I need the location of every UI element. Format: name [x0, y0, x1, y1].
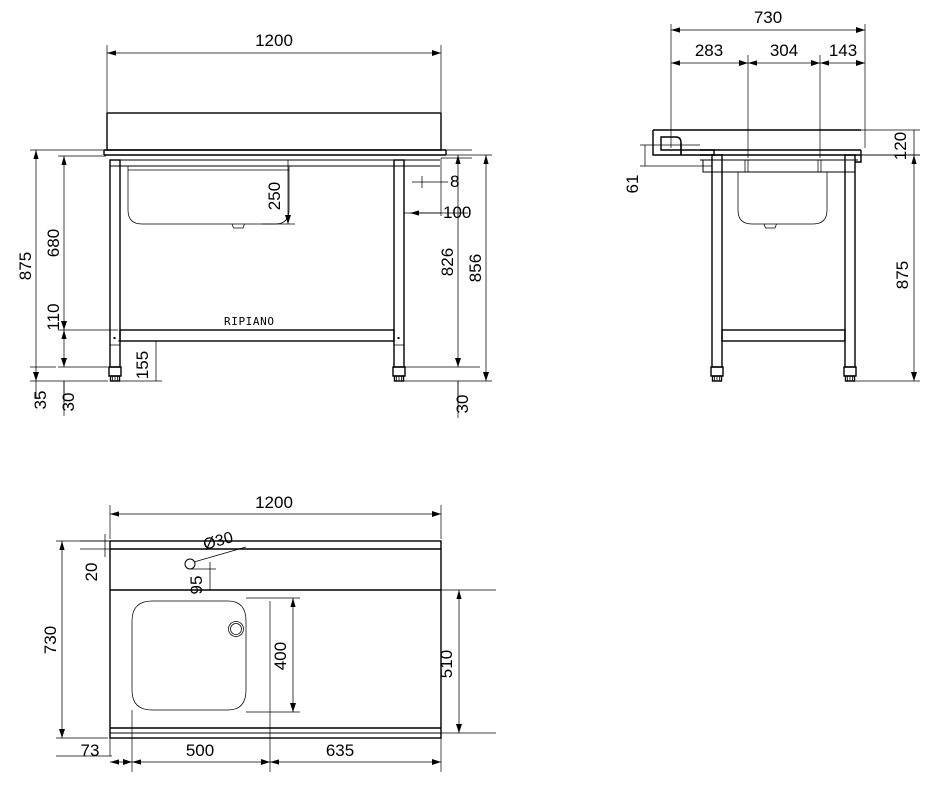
plan-sink-bowl	[131, 600, 247, 711]
side-apron-rails	[702, 159, 856, 173]
side-dim-depth-730: 730	[670, 8, 866, 148]
front-leg-right	[392, 159, 406, 382]
plan-view: Ø30 95 1200 20	[41, 493, 496, 772]
side-leg-rear	[710, 154, 724, 382]
dim-plan-bowl-depth: 400	[271, 642, 290, 670]
plan-dim-depth-730: 730	[41, 540, 108, 739]
side-leg-front	[843, 154, 857, 382]
dim-plan-front-section: 510	[437, 650, 456, 678]
plan-dim-95: 95	[187, 562, 216, 594]
side-dim-875: 875	[855, 154, 920, 382]
front-lower-shelf	[119, 329, 395, 342]
side-dim-segments: 283 304 143	[671, 41, 865, 158]
front-dim-155: 155	[118, 340, 162, 382]
dim-front-30-right: 30	[453, 395, 472, 414]
dim-front-30-left: 30	[59, 393, 78, 412]
dim-front-35: 35	[31, 391, 50, 410]
dim-side-120: 120	[891, 132, 910, 160]
dim-front-width: 1200	[255, 31, 293, 50]
front-splashback	[106, 112, 442, 151]
dim-front-110: 110	[44, 303, 63, 330]
front-dim-left-stack: 875 680 110 35 30	[16, 149, 118, 416]
plan-dim-400: 400	[246, 597, 300, 713]
dim-front-826: 826	[438, 248, 457, 276]
front-leg-left	[108, 159, 122, 382]
dim-plan-hole-dia: Ø30	[201, 529, 235, 554]
front-worktop	[103, 149, 447, 167]
dim-side-283: 283	[695, 41, 723, 60]
side-elevation-view: 730 283 304 143 120	[623, 8, 920, 382]
plan-dim-width-1200: 1200	[109, 493, 442, 539]
dim-side-depth: 730	[754, 8, 782, 27]
side-sink-bowl	[737, 172, 828, 229]
dim-side-143: 143	[829, 41, 857, 60]
front-dim-right-stack: 826 856 30	[404, 154, 492, 418]
side-upstand-profile	[652, 129, 861, 156]
side-dim-61: 61	[623, 144, 712, 194]
dim-plan-95: 95	[187, 576, 206, 595]
front-dim-250: 250	[262, 159, 295, 225]
dim-plan-width: 1200	[255, 493, 293, 512]
plan-outline	[109, 540, 442, 739]
front-dim-right-detail: 8 100	[404, 149, 472, 222]
side-dim-120: 120	[861, 129, 920, 160]
dim-front-8: 8	[450, 172, 459, 191]
side-lower-shelf	[721, 329, 846, 342]
dim-side-61: 61	[623, 175, 642, 194]
dim-plan-73: 73	[81, 741, 100, 760]
shelf-label: RIPIANO	[224, 315, 275, 328]
plan-dim-510: 510	[437, 589, 496, 734]
dim-plan-depth: 730	[41, 626, 60, 654]
plan-dim-bottom-chain: 73 500 635	[56, 601, 442, 772]
dim-plan-500: 500	[186, 741, 214, 760]
dim-side-height: 875	[893, 261, 912, 289]
dim-front-856: 856	[466, 254, 485, 282]
dim-plan-rear-strip: 20	[82, 563, 101, 582]
dim-side-304: 304	[770, 41, 798, 60]
dim-front-100: 100	[443, 203, 471, 222]
dim-front-height-875: 875	[16, 252, 35, 280]
front-elevation-view: RIPIANO 1200	[16, 31, 492, 418]
dim-front-155: 155	[133, 351, 152, 379]
dim-front-680: 680	[44, 229, 63, 257]
front-dim-width-1200: 1200	[106, 31, 442, 112]
dim-front-250: 250	[265, 182, 284, 210]
dim-plan-635: 635	[326, 741, 354, 760]
